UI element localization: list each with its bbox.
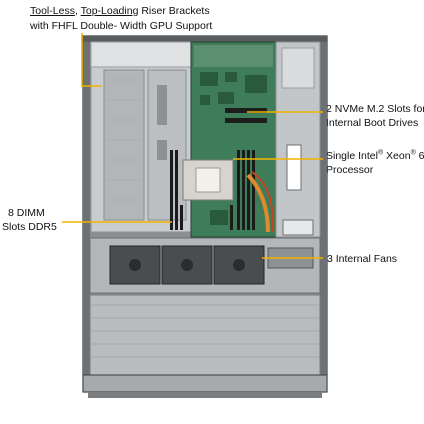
psu-connector — [282, 219, 314, 236]
dimm-callout-line2: Slots DDR5 — [2, 221, 57, 233]
psu-top — [281, 47, 315, 89]
m2-slots-callout-line1: 2 NVMe M.2 Slots for — [326, 103, 424, 115]
dimm-callout-line1: 8 DIMM — [8, 207, 45, 219]
riser-bracket-upper — [90, 41, 192, 68]
fan-3-hub — [233, 259, 245, 271]
riser-latch-2 — [157, 140, 167, 160]
callout-leaders — [62, 33, 323, 259]
cpu-callout-line1: Single Intel® Xeon® 6 — [326, 150, 424, 163]
m2-slot-2 — [225, 118, 267, 123]
riser-callout-brackets: Riser Brackets — [138, 5, 210, 17]
m2-slots-callout-line2: Internal Boot Drives — [326, 117, 419, 129]
registered-mark-2: ® — [410, 149, 416, 157]
cpu-callout-mid: Xeon — [383, 150, 411, 162]
riser-slot-1 — [103, 69, 145, 221]
chassis-right-wall — [320, 36, 327, 392]
drive-cage-ribs — [90, 304, 320, 358]
cpu-callout-post: 6 — [415, 150, 424, 162]
front-bezel-lip — [88, 392, 322, 398]
riser-callout-toolless: Tool-Less — [30, 5, 75, 17]
chassis-left-wall — [83, 36, 90, 392]
riser-bracket-callout-line2: with FHFL Double- Width GPU Support — [30, 20, 213, 32]
cpu-callout-line2: Processor — [326, 164, 374, 176]
cpu-callout-pre: Single Intel — [326, 150, 378, 162]
riser-callout-sep: , — [74, 5, 81, 17]
board-chip — [210, 210, 228, 225]
cable-bundle-2 — [251, 171, 274, 233]
fan-1-hub — [129, 259, 141, 271]
dimm-slots — [170, 150, 255, 230]
rear-io — [194, 45, 273, 67]
riser-leader — [81, 33, 102, 87]
riser-bracket-callout: Tool-Less, Top-Loading Riser Brackets — [30, 5, 210, 18]
fan-2-hub — [181, 259, 193, 271]
psu-handle — [286, 144, 302, 191]
riser-callout-toploading: Top-Loading — [80, 5, 139, 17]
cable-bundle — [246, 173, 270, 233]
board-components — [200, 72, 267, 105]
m2-slot-1 — [225, 108, 267, 113]
fans-callout: 3 Internal Fans — [327, 253, 398, 265]
front-bezel — [82, 374, 328, 393]
riser-vent-lines — [106, 79, 142, 201]
cpu-label — [195, 167, 221, 193]
registered-mark-1: ® — [377, 149, 384, 157]
riser-latch — [157, 85, 167, 125]
drive-cage — [89, 294, 321, 376]
chassis-rear-edge — [83, 36, 327, 42]
